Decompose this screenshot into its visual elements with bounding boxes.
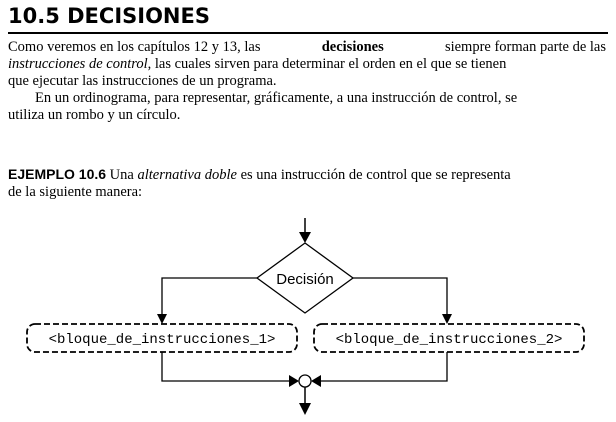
- instruction-block-2: [313, 323, 585, 353]
- double-alternative-term: alternativa doble: [137, 167, 237, 183]
- example-label: EJEMPLO 10.6: [8, 166, 107, 182]
- merge-circle: [298, 374, 312, 388]
- example-text-end: es una instrucción de control que se rep…: [236, 167, 511, 183]
- decision-label: Decisión: [276, 271, 334, 288]
- example-line-1: EJEMPLO 10.6 Una alternativa doble es un…: [8, 166, 606, 184]
- intro-paragraph: Como veremos en los capítulos 12 y 13, l…: [8, 39, 606, 90]
- ordinogram-line-1: En un ordinograma, para representar, grá…: [8, 90, 606, 107]
- intro-line-2-text: , las cuales sirven para determinar el o…: [147, 56, 507, 72]
- section-title: 10.5 DECISIONES: [8, 4, 210, 28]
- intro-text-start: Como veremos en los capítulos 12 y 13, l…: [8, 39, 265, 55]
- example-line-2-text: de la siguiente manera:: [8, 184, 143, 200]
- left-branch-line: [161, 277, 257, 314]
- title-rule: [8, 32, 608, 34]
- decision-diamond: [255, 242, 355, 314]
- entry-arrow-icon: [299, 232, 311, 243]
- ordinogram-line-1-text: En un ordinograma, para representar, grá…: [35, 90, 518, 106]
- left-merge-arrow-icon: [289, 375, 299, 387]
- right-merge-arrow-icon: [311, 375, 321, 387]
- control-instructions-term: instrucciones de control: [8, 56, 148, 72]
- ordinogram-line-2: utiliza un rombo y un círculo.: [8, 107, 606, 124]
- example-text-start: Una: [106, 167, 138, 183]
- instruction-block-1-label: <bloque_de_instrucciones_1>: [49, 332, 276, 348]
- right-branch-arrow-icon: [442, 314, 452, 324]
- ordinogram-paragraph: En un ordinograma, para representar, grá…: [8, 90, 606, 124]
- decisiones-term: decisiones: [321, 39, 384, 55]
- right-merge-line: [319, 352, 448, 382]
- intro-line-3-text: que ejecutar las instrucciones de un pro…: [8, 73, 277, 89]
- exit-arrow-icon: [299, 403, 311, 415]
- ordinogram-line-2-text: utiliza un rombo y un círculo.: [8, 107, 181, 123]
- example-paragraph: EJEMPLO 10.6 Una alternativa doble es un…: [8, 166, 606, 201]
- example-line-2: de la siguiente manera:: [8, 184, 606, 201]
- intro-line-3: que ejecutar las instrucciones de un pro…: [8, 73, 606, 90]
- right-branch-line: [353, 277, 448, 314]
- intro-line-1: Como veremos en los capítulos 12 y 13, l…: [8, 39, 606, 56]
- flowchart-diagram: Decisión <bloque_de_instrucciones_1> <bl…: [26, 218, 585, 415]
- left-merge-line: [161, 352, 291, 382]
- intro-text-end: siempre forman parte de las: [441, 39, 606, 55]
- left-branch-arrow-icon: [157, 314, 167, 324]
- intro-line-2: instrucciones de control, las cuales sir…: [8, 56, 606, 73]
- instruction-block-2-label: <bloque_de_instrucciones_2>: [336, 332, 563, 348]
